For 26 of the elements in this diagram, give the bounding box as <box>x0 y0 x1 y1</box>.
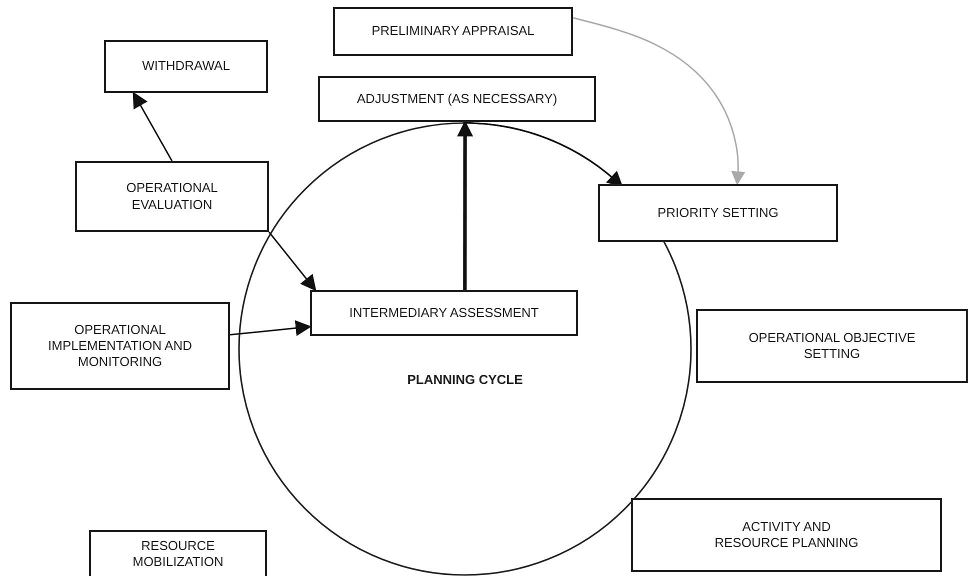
box-label: OPERATIONAL IMPLEMENTATION AND MONITORING <box>47 322 193 370</box>
arrow <box>230 320 312 336</box>
process-box <box>598 184 838 242</box>
process-box <box>10 302 230 390</box>
process-box <box>631 498 942 572</box>
box-label: RESOURCE MOBILIZATION <box>132 538 224 570</box>
arrow <box>572 17 746 186</box>
process-box <box>310 290 578 336</box>
process-box <box>89 530 267 576</box>
arrow <box>268 232 316 292</box>
box-label: ADJUSTMENT (AS NECESSARY) <box>356 90 558 108</box>
process-box <box>104 40 268 93</box>
box-label: INTERMEDIARY ASSESSMENT <box>349 304 539 322</box>
arrow <box>457 120 474 290</box>
box-label: OPERATIONAL EVALUATION <box>125 180 219 213</box>
arrow <box>132 92 173 162</box>
process-box <box>75 161 269 232</box>
cycle-title: PLANNING CYCLE <box>407 372 523 388</box>
process-box <box>333 7 573 56</box>
box-label: WITHDRAWAL <box>142 58 230 75</box>
box-label: PRIORITY SETTING <box>657 204 779 222</box>
box-label: PRELIMINARY APPRAISAL <box>372 23 534 40</box>
box-label: OPERATIONAL OBJECTIVE SETTING <box>748 330 916 362</box>
process-box <box>696 309 968 383</box>
process-box <box>318 76 596 122</box>
box-label: ACTIVITY AND RESOURCE PLANNING <box>714 518 860 552</box>
